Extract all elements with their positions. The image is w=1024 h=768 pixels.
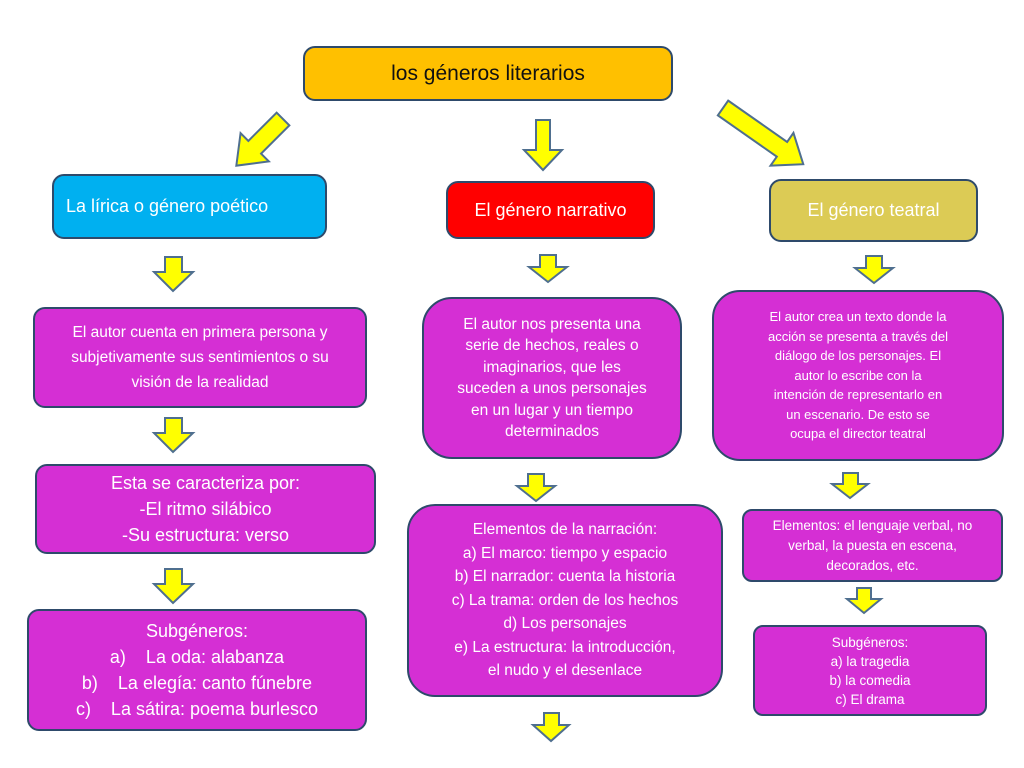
lyric-header: La lírica o género poético <box>66 196 269 216</box>
page-title: los géneros literarios <box>391 61 585 85</box>
lyric-header-box: La lírica o género poético <box>52 174 327 239</box>
theater-subgenres-line: c) El drama <box>835 691 905 707</box>
theater-definition-line: El autor crea un texto donde la <box>769 309 947 325</box>
lyric-subgenres-line: a) La oda: alabanza <box>109 647 285 667</box>
lyric-definition-line: visión de la realidad <box>131 374 269 391</box>
narrative-definition-box: El autor nos presenta una serie de hecho… <box>422 297 682 459</box>
arrow-title-to-narrative <box>521 119 565 172</box>
theater-elements-box: Elementos: el lenguaje verbal, no verbal… <box>742 509 1003 582</box>
arrow-lyric-2 <box>151 417 196 454</box>
lyric-subgenres-line: Subgéneros: <box>145 621 249 641</box>
theater-subgenres-line: a) la tragedia <box>830 653 910 669</box>
narrative-elements-line: el nudo y el desenlace <box>487 662 643 680</box>
narrative-definition-line: determinados <box>505 423 599 440</box>
narrative-definition-line: imaginarios, que les <box>483 358 621 376</box>
arrow-theater-3 <box>844 587 884 615</box>
arrow-theater-1 <box>852 255 896 285</box>
narrative-elements-line: d) Los personajes <box>503 615 627 633</box>
lyric-definition-box: El autor cuenta en primera persona y sub… <box>33 307 367 408</box>
arrow-narrative-3 <box>530 712 572 743</box>
narrative-elements-line: Elementos de la narración: <box>472 521 658 539</box>
arrow-lyric-1 <box>151 256 196 293</box>
lyric-subgenres-line: b) La elegía: canto fúnebre <box>81 673 313 693</box>
lyric-features-line: -Su estructura: verso <box>121 525 290 545</box>
theater-definition-box: El autor crea un texto donde la acción s… <box>712 290 1004 461</box>
theater-definition-line: acción se presenta a través del <box>768 328 948 344</box>
theater-header-box: El género teatral <box>769 179 978 242</box>
arrow-title-to-lyric <box>235 111 291 167</box>
narrative-definition-line: El autor nos presenta una <box>463 315 641 333</box>
narrative-elements-line: c) La trama: orden de los hechos <box>451 591 679 609</box>
arrow-narrative-1 <box>526 254 570 284</box>
narrative-elements-box: Elementos de la narración: a) El marco: … <box>407 504 723 697</box>
theater-header: El género teatral <box>807 200 940 220</box>
lyric-definition-line: subjetivamente sus sentimientos o su <box>71 349 329 366</box>
narrative-elements-line: e) La estructura: la introducción, <box>454 638 676 656</box>
theater-definition-line: intención de representarlo en <box>773 387 943 403</box>
arrow-narrative-2 <box>514 473 558 503</box>
lyric-features-line: -El ritmo silábico <box>139 499 272 519</box>
theater-elements-line: Elementos: el lenguaje verbal, no <box>772 517 973 533</box>
narrative-definition-line: serie de hechos, reales o <box>465 337 639 354</box>
arrow-title-to-theater <box>716 99 805 167</box>
theater-definition-line: autor lo escribe con la <box>794 367 922 383</box>
narrative-elements-line: a) El marco: tiempo y espacio <box>462 544 668 562</box>
title-box: los géneros literarios <box>303 46 673 101</box>
theater-definition-line: ocupa el director teatral <box>790 426 926 442</box>
lyric-definition-line: El autor cuenta en primera persona y <box>72 324 328 341</box>
theater-elements-line: decorados, etc. <box>826 557 919 573</box>
lyric-subgenres-line: c) La sátira: poema burlesco <box>75 699 319 719</box>
lyric-subgenres-box: Subgéneros: a) La oda: alabanza b) La el… <box>27 609 367 731</box>
theater-subgenres-line: Subgéneros: <box>831 634 909 650</box>
lyric-features-box: Esta se caracteriza por: -El ritmo siláb… <box>35 464 376 554</box>
theater-definition-line: diálogo de los personajes. El <box>774 348 942 364</box>
narrative-header-box: El género narrativo <box>446 181 655 239</box>
lyric-features-line: Esta se caracteriza por: <box>110 473 301 493</box>
narrative-definition-line: en un lugar y un tiempo <box>471 401 633 419</box>
theater-elements-line: verbal, la puesta en escena, <box>788 537 957 553</box>
arrow-lyric-3 <box>151 568 196 605</box>
narrative-header: El género narrativo <box>474 199 627 220</box>
theater-definition-line: un escenario. De esto se <box>786 406 930 422</box>
arrow-theater-2 <box>829 472 871 500</box>
narrative-definition-line: suceden a unos personajes <box>457 380 647 397</box>
theater-subgenres-line: b) la comedia <box>829 672 911 688</box>
theater-subgenres-box: Subgéneros: a) la tragedia b) la comedia… <box>753 625 987 716</box>
narrative-elements-line: b) El narrador: cuenta la historia <box>454 568 676 586</box>
